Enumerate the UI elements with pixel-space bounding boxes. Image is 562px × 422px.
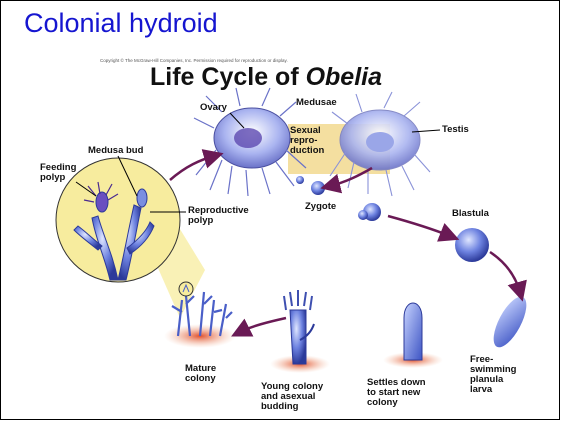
label-mature-colony: Mature colony (185, 364, 216, 384)
label-blastula: Blastula (452, 209, 489, 219)
label-medusa-bud: Medusa bud (88, 146, 143, 156)
planula-larva (487, 292, 533, 352)
label-testis: Testis (442, 125, 469, 135)
gamete-cell (296, 176, 304, 184)
label-ovary: Ovary (200, 103, 227, 113)
arrow-young-to-mature (240, 318, 286, 332)
zygote-cell (311, 181, 325, 195)
arrow-zygote-to-blastula (388, 216, 450, 236)
label-feeding-polyp: Feeding polyp (40, 163, 76, 183)
label-sexual-reproduction: Sexual repro- duction (290, 126, 324, 156)
label-settles-down: Settles down to start new colony (367, 378, 426, 408)
label-reproductive-polyp: Reproductive polyp (188, 206, 249, 226)
young-colony (270, 290, 330, 373)
label-young-colony: Young colony and asexual budding (261, 382, 323, 412)
embryo-cell (358, 210, 368, 220)
arrow-blastula-to-larva (490, 252, 520, 292)
blastula (455, 228, 489, 262)
settling-larva (383, 303, 443, 368)
arrow-circle-to-medusa (170, 156, 214, 180)
label-free-swimming: Free- swimming planula larva (470, 355, 516, 395)
label-medusae: Medusae (296, 98, 337, 108)
label-zygote: Zygote (305, 202, 336, 212)
